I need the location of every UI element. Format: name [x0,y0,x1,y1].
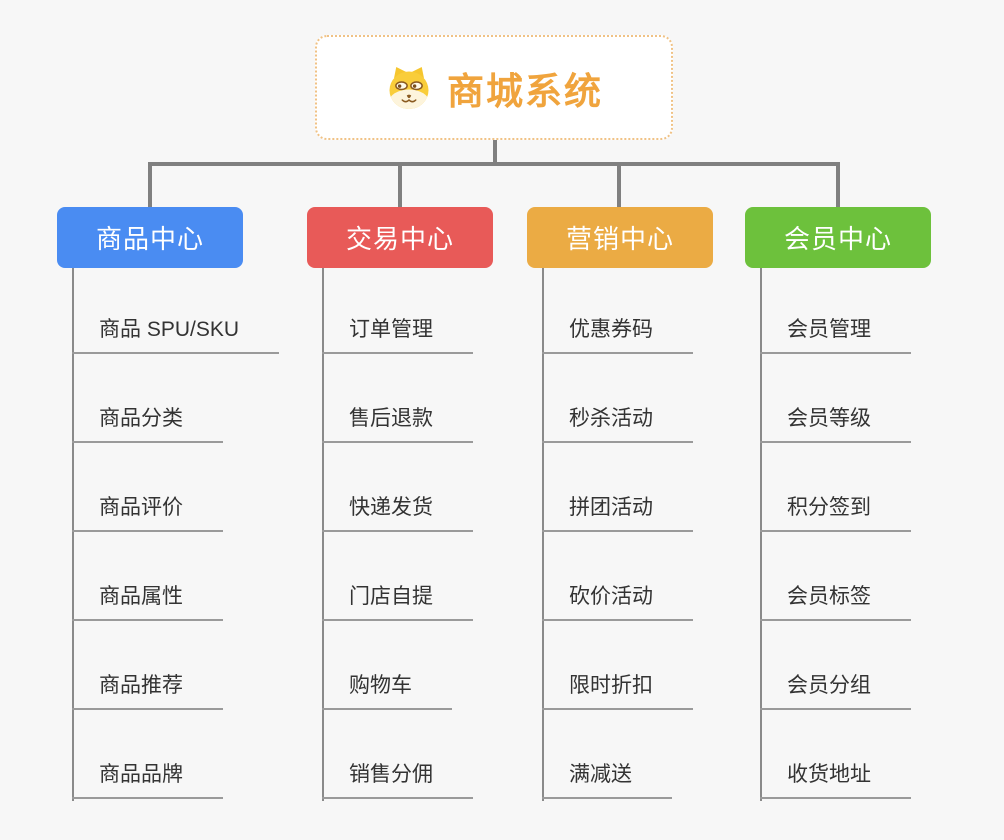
topic-item[interactable]: 会员管理 [760,316,911,354]
branch-label: 营销中心 [565,224,674,254]
branch-node-trade[interactable]: 交易中心 [307,207,493,268]
drop-line [836,162,840,208]
branch-vertical-line [760,268,762,801]
topic-item[interactable]: 购物车 [322,672,452,710]
branch-node-product[interactable]: 商品中心 [57,207,243,268]
topic-item[interactable]: 售后退款 [322,405,473,443]
branch-vertical-line [542,268,544,801]
drop-line [148,162,152,208]
topic-item[interactable]: 销售分佣 [322,761,473,799]
topic-item[interactable]: 拼团活动 [542,494,693,532]
topic-item[interactable]: 商品推荐 [72,672,223,710]
root-topic-title: 商城系统 [447,70,603,112]
horizontal-connector-line [148,162,840,166]
branch-label: 商品中心 [95,224,204,254]
topic-item[interactable]: 会员等级 [760,405,911,443]
topic-item[interactable]: 商品品牌 [72,761,223,799]
drop-line [398,162,402,208]
topic-item[interactable]: 优惠券码 [542,316,693,354]
topic-item[interactable]: 快递发货 [322,494,473,532]
topic-item[interactable]: 门店自提 [322,583,473,621]
topic-item[interactable]: 收货地址 [760,761,911,799]
topic-item[interactable]: 会员标签 [760,583,911,621]
dog-face-icon [389,66,429,109]
topic-item[interactable]: 商品属性 [72,583,223,621]
topic-item[interactable]: 订单管理 [322,316,473,354]
topic-item[interactable]: 积分签到 [760,494,911,532]
topic-item[interactable]: 商品分类 [72,405,223,443]
topic-item[interactable]: 满减送 [542,761,672,799]
branch-label: 会员中心 [783,224,892,254]
topic-item[interactable]: 限时折扣 [542,672,693,710]
root-topic[interactable]: 商城系统 [315,35,673,140]
branch-vertical-line [322,268,324,801]
branch-node-marketing[interactable]: 营销中心 [527,207,713,268]
topic-item[interactable]: 砍价活动 [542,583,693,621]
topic-item[interactable]: 商品评价 [72,494,223,532]
branch-label: 交易中心 [345,224,454,254]
topic-item[interactable]: 秒杀活动 [542,405,693,443]
root-stem-line [493,140,497,164]
branch-vertical-line [72,268,74,801]
topic-item[interactable]: 会员分组 [760,672,911,710]
drop-line [617,162,621,208]
topic-item[interactable]: 商品 SPU/SKU [72,316,280,354]
branch-node-member[interactable]: 会员中心 [745,207,931,268]
